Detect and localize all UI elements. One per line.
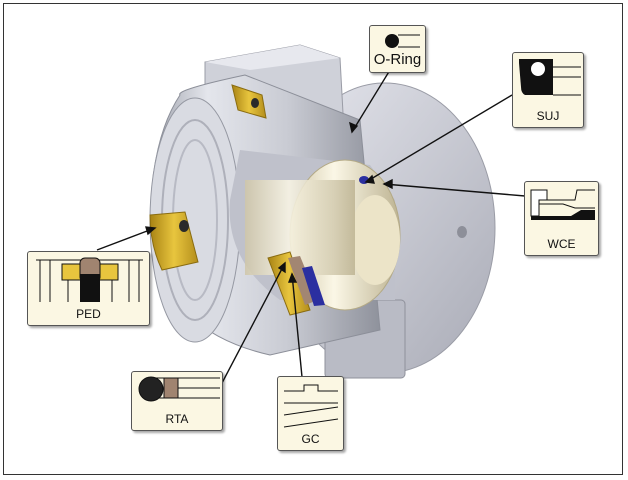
ped-label: PED: [76, 307, 101, 321]
wce-label: WCE: [547, 237, 576, 251]
o-ring-label: O-Ring: [373, 51, 422, 68]
ped-seal-icon: [36, 257, 143, 302]
gc-seal-icon: [283, 384, 339, 428]
callout-rta: RTA: [131, 371, 223, 431]
o-ring-icon: [385, 34, 420, 48]
rta-label: RTA: [165, 412, 189, 426]
suj-seal-icon: [519, 59, 581, 96]
wce-seal-icon: [530, 189, 595, 220]
leader-lines: [96, 69, 526, 384]
callout-ped: PED: [27, 251, 150, 326]
rta-seal-icon: [138, 376, 220, 402]
callout-suj: SUJ: [512, 52, 584, 128]
callout-wce: WCE: [524, 181, 599, 256]
callout-o-ring: O-Ring: [369, 25, 426, 73]
suj-label: SUJ: [536, 109, 560, 123]
callout-gc: GC: [277, 376, 344, 451]
cutaway-interior: [229, 150, 401, 311]
gc-label: GC: [301, 432, 320, 446]
